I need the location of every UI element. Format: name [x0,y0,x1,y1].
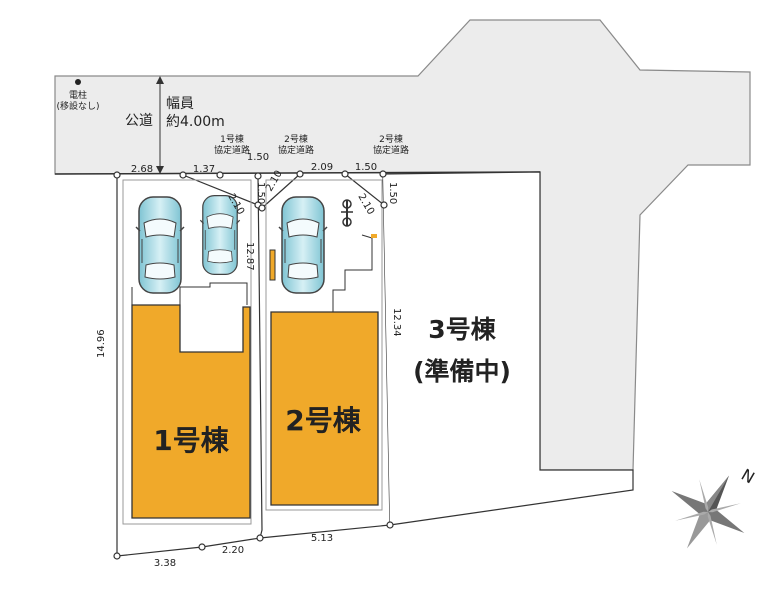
easement-3-label-line2: 協定道路 [373,144,409,156]
dim-left-14-96: 14.96 [96,329,107,358]
building-3-status: (準備中) [413,357,511,386]
dim-top-2-09: 2.09 [311,162,333,173]
utility-pole-icon [75,79,81,85]
bicycle-icon [341,199,353,227]
lot-1-inner [122,179,252,525]
lot-3-boundary [382,171,634,526]
road-width-value: 約4.00m [166,114,225,130]
dim-v-1-50-b: 1.50 [387,182,398,204]
compass-north: N [738,465,758,487]
lot-divider [257,175,263,539]
dim-top-1-50-b: 1.50 [355,162,377,173]
road-type: 公道 [125,113,153,129]
dim-top-1-50-a: 1.50 [247,152,269,163]
building-2 [270,311,379,506]
easement-2-line-b [344,173,385,206]
dim-right-12-34: 12.34 [391,308,402,337]
lot-2-inner [265,179,383,511]
compass-icon [671,475,745,549]
dim-bottom-5-13: 5.13 [311,533,333,544]
building-2-label: 2号棟 [285,404,361,437]
easement-1-label-line1: 1号棟 [220,133,244,145]
pole-note: (移設なし) [56,100,99,112]
road-width-arrow [156,76,164,174]
dim-bottom-2-20: 2.20 [222,545,244,556]
building-2-entrance [332,234,373,312]
easement-2-label-line2: 協定道路 [278,144,314,156]
dim-top-2-68: 2.68 [131,164,153,175]
easement-3-label-line1: 2号棟 [379,133,403,145]
dim-mid-12-87: 12.87 [244,242,255,271]
building-1-entrance [179,282,248,305]
car-3 [278,196,328,294]
building-1-label: 1号棟 [153,424,229,457]
building-3-label: 3号棟 [428,315,496,344]
dim-bottom-3-38: 3.38 [154,558,176,569]
car-1 [135,196,185,294]
easement-2-label-line1: 2号棟 [284,133,308,145]
dim-v-1-50-a: 1.50 [255,182,266,204]
survey-points [113,170,394,560]
building-1 [131,304,251,519]
road-width-label: 幅員 [166,96,194,112]
pole-label: 電柱 [69,89,87,101]
easement-1-label-line2: 協定道路 [214,144,250,156]
dim-top-1-37: 1.37 [193,164,215,175]
